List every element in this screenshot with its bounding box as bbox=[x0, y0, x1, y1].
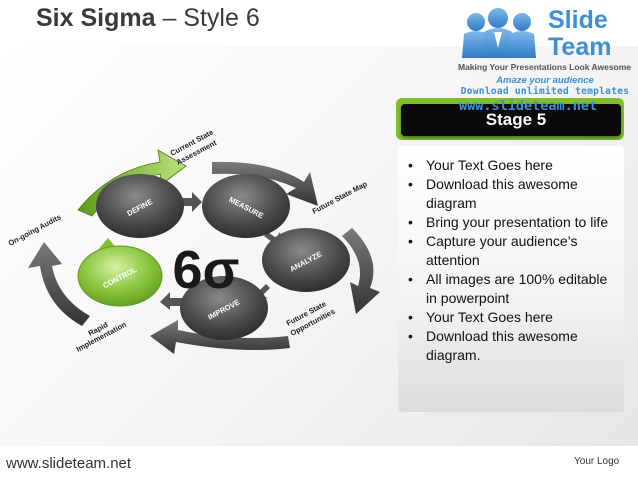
bullet-item: All images are 100% editable in powerpoi… bbox=[404, 270, 618, 308]
logo-tagline: Making Your Presentations Look Awesome bbox=[458, 62, 632, 72]
logo-brand-bottom: Team bbox=[548, 33, 612, 61]
node-analyze: ANALYZE bbox=[262, 228, 350, 292]
node-measure: MEASURE bbox=[202, 174, 290, 238]
bullet-item: Download this awesome diagram bbox=[404, 175, 618, 213]
stage-label: Stage 5 bbox=[485, 110, 547, 129]
label-ongoing: On-going Audits bbox=[7, 212, 63, 247]
promo-line-1: Amaze your audience bbox=[496, 75, 594, 86]
title-main: Six Sigma bbox=[36, 4, 156, 32]
inner-arrow-improve-control bbox=[160, 292, 182, 310]
footer-url: www.slideteam.net bbox=[6, 455, 132, 472]
slide-title: Six Sigma – Style 6 bbox=[36, 4, 260, 33]
bullet-list: Your Text Goes here Download this awesom… bbox=[404, 156, 618, 365]
logo-brand-top: Slide bbox=[548, 6, 608, 34]
label-future-map: Future State Map bbox=[311, 179, 369, 216]
bullet-item: Your Text Goes here bbox=[404, 308, 618, 327]
outer-arrow-left bbox=[28, 242, 90, 326]
node-control: CONTROL bbox=[77, 245, 163, 307]
six-sigma-cycle-diagram: DEFINE MEASURE ANALYZE IMPROVE CONTROL 6… bbox=[7, 128, 380, 354]
outer-arrow-top-right bbox=[212, 161, 318, 206]
bullet-item: Your Text Goes here bbox=[404, 156, 618, 175]
footer-logo-placeholder: Your Logo bbox=[574, 456, 620, 467]
stage-header bbox=[401, 104, 621, 136]
bullet-item: Bring your presentation to life bbox=[404, 213, 618, 232]
node-improve: IMPROVE bbox=[180, 276, 268, 340]
outer-arrow-right bbox=[342, 228, 380, 314]
bullet-item: Capture your audience’s attention bbox=[404, 232, 618, 270]
promo-url: www.slideteam.net bbox=[459, 98, 598, 114]
title-rest: – Style 6 bbox=[162, 4, 260, 32]
slideteam-logo-people-icon bbox=[462, 8, 536, 58]
six-sigma-glyph: 6σ bbox=[173, 240, 240, 300]
inner-arrow-define-measure bbox=[180, 192, 202, 212]
node-define: DEFINE bbox=[96, 174, 184, 238]
bullet-item: Download this awesome diagram. bbox=[404, 327, 618, 365]
promo-line-2: Download unlimited templates bbox=[460, 86, 630, 97]
